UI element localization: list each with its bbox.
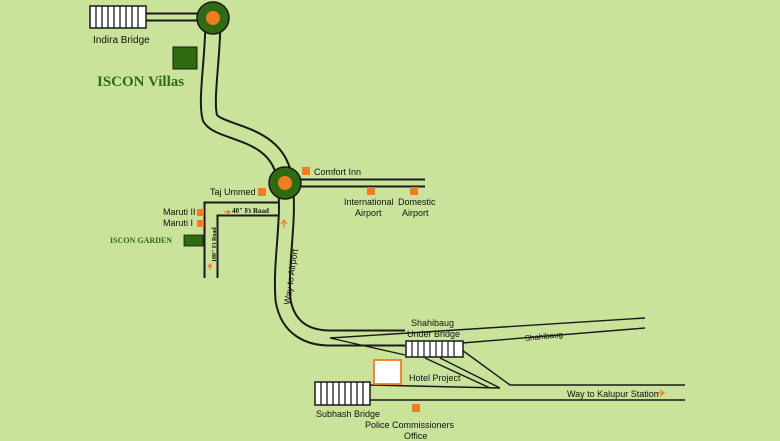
shahibaug-road-lower xyxy=(329,337,406,356)
taj-ummed-label: Taj Ummed xyxy=(210,187,256,197)
maruti-1-marker xyxy=(197,220,204,227)
road-100ft-label: 100" Ft Road xyxy=(212,227,218,262)
iscon-villas-marker xyxy=(172,46,198,70)
maruti-2-label: Maruti II xyxy=(163,207,196,217)
diagonal-road-outline xyxy=(461,349,685,386)
domestic-airport-label-l2: Airport xyxy=(402,208,429,218)
subhash-bridge xyxy=(314,381,371,406)
diagonal-road-outline-2 xyxy=(439,357,501,389)
shahibaug-road-outline-2 xyxy=(461,327,646,344)
roundabout-icon xyxy=(196,1,230,35)
hotel-connector xyxy=(424,357,491,389)
indira-bridge-label: Indira Bridge xyxy=(93,35,150,46)
hotel-project-marker xyxy=(373,359,402,385)
domestic-airport-label-l1: Domestic xyxy=(398,197,436,207)
shahibaug-under-bridge xyxy=(405,340,464,358)
shahibaug-under-bridge-label-l2: Under Bridge xyxy=(407,329,460,339)
way-to-kalupur-label: Way to Kalupur Station xyxy=(567,389,659,399)
bridge-hatch-icon xyxy=(89,5,464,406)
international-airport-label-l2: Airport xyxy=(355,208,382,218)
main-road-outline xyxy=(199,17,405,347)
subhash-bridge-label: Subhash Bridge xyxy=(316,409,380,419)
roundabout-icon xyxy=(268,166,302,200)
main-road-fill xyxy=(201,17,405,345)
maruti-2-marker xyxy=(197,209,204,216)
police-office-label-l2: Office xyxy=(404,431,427,441)
kalupur-road-upper xyxy=(369,384,501,389)
road-40ft-outline xyxy=(203,201,278,278)
shahibaug-label: Shahibaug xyxy=(524,330,563,343)
police-office-marker xyxy=(412,404,420,412)
international-airport-marker xyxy=(367,187,375,195)
police-office-label-l1: Police Commissioners xyxy=(365,420,455,430)
landmark-square-icon xyxy=(197,167,420,412)
arrow-right-icon xyxy=(207,209,665,397)
iscon-villas-label: ISCON Villas xyxy=(97,74,184,90)
domestic-airport-marker xyxy=(410,187,418,195)
maruti-1-label: Maruti I xyxy=(163,218,193,228)
iscon-garden-label: ISCON GARDEN xyxy=(110,236,172,245)
iscon-garden-marker xyxy=(183,234,204,247)
shahibaug-road-outline xyxy=(329,317,646,339)
road-40ft-label: 40" Ft Road xyxy=(232,207,269,215)
hotel-project-label: Hotel Project xyxy=(409,373,461,383)
comfort-inn-marker xyxy=(302,167,310,175)
road-40ft-fill xyxy=(205,203,278,278)
international-airport-label-l1: International xyxy=(344,197,394,207)
comfort-inn-label: Comfort Inn xyxy=(314,167,361,177)
shahibaug-under-bridge-label-l1: Shahibaug xyxy=(411,318,454,328)
taj-ummed-marker xyxy=(258,188,266,196)
